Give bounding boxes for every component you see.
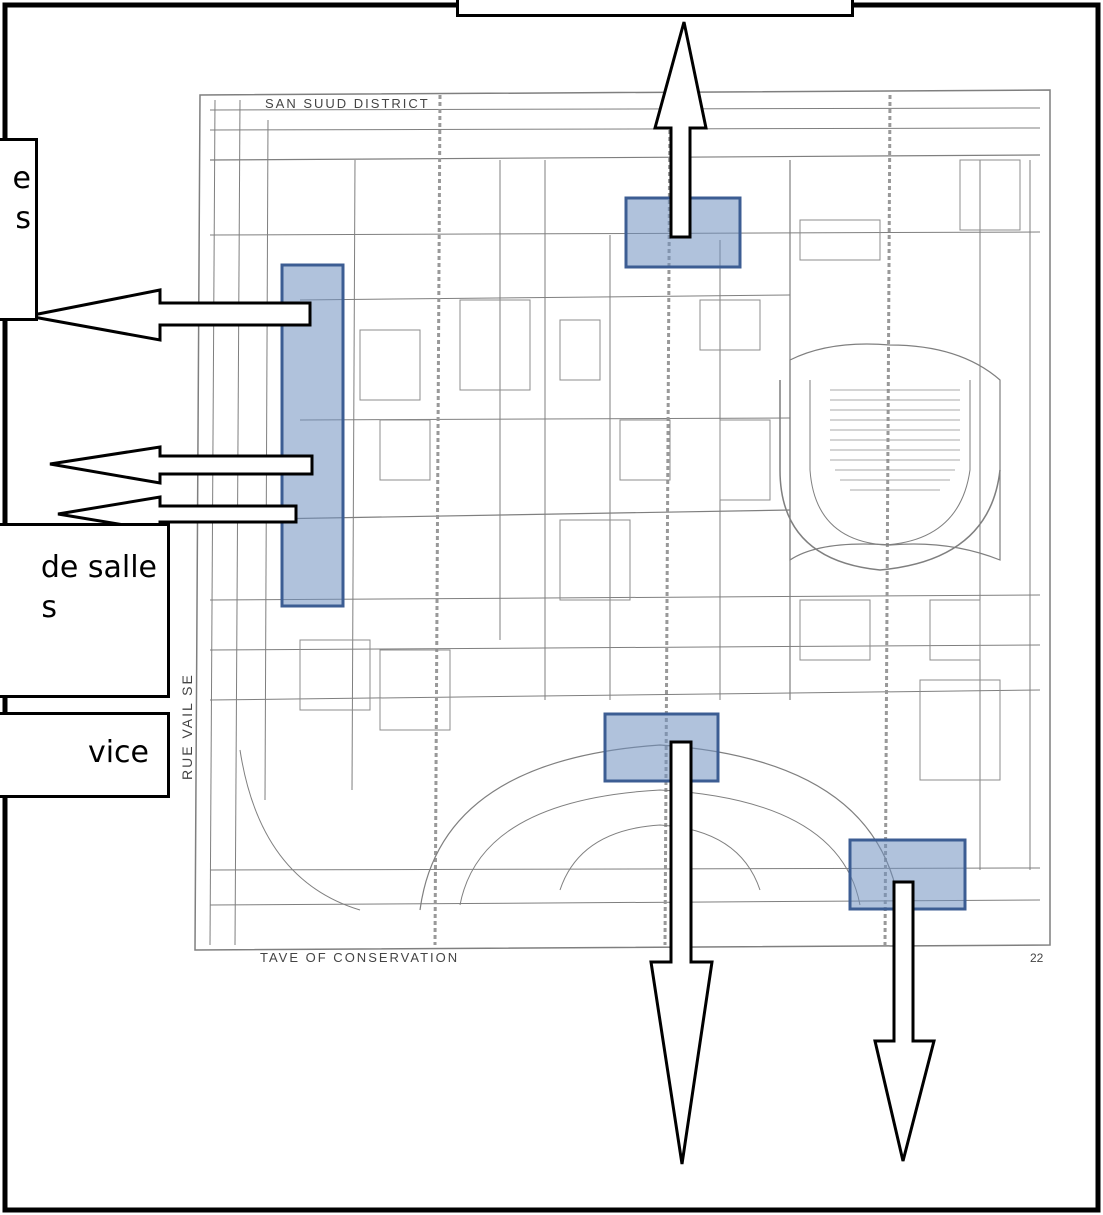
callout-mid-left-line2: s — [41, 590, 57, 625]
exit-arrows — [27, 21, 936, 1165]
plan-side-text: RUE VAIL SE — [179, 673, 195, 780]
arrow-down-right — [873, 880, 936, 1162]
plan-bottom-title: TAVE OF CONSERVATION — [260, 950, 459, 965]
arrow-down-center — [649, 740, 714, 1165]
callout-bottom-left: vice — [0, 712, 170, 798]
plan-corner-number: 22 — [1030, 951, 1044, 965]
arrow-up — [653, 21, 708, 239]
arrow-left-middle — [49, 445, 314, 485]
highlight-boxes — [280, 196, 967, 911]
callout-top-center — [456, 0, 854, 17]
callout-mid-left: de salle s — [0, 523, 170, 698]
callout-mid-left-line1: de salle — [40, 550, 157, 585]
callout-top-left-line2: s — [15, 201, 31, 236]
callout-top-left-line1: e — [12, 161, 31, 196]
floor-plan — [194, 89, 1051, 951]
plan-top-title: SAN SUUD DISTRICT — [265, 96, 430, 111]
auditorium-outline — [789, 343, 1001, 562]
callout-top-left: e s — [0, 138, 38, 321]
highlight-bottom-center — [603, 712, 720, 783]
arrow-left-top — [27, 288, 312, 342]
plan-outline — [194, 89, 1051, 951]
callout-bottom-left-line1: vice — [87, 735, 149, 770]
